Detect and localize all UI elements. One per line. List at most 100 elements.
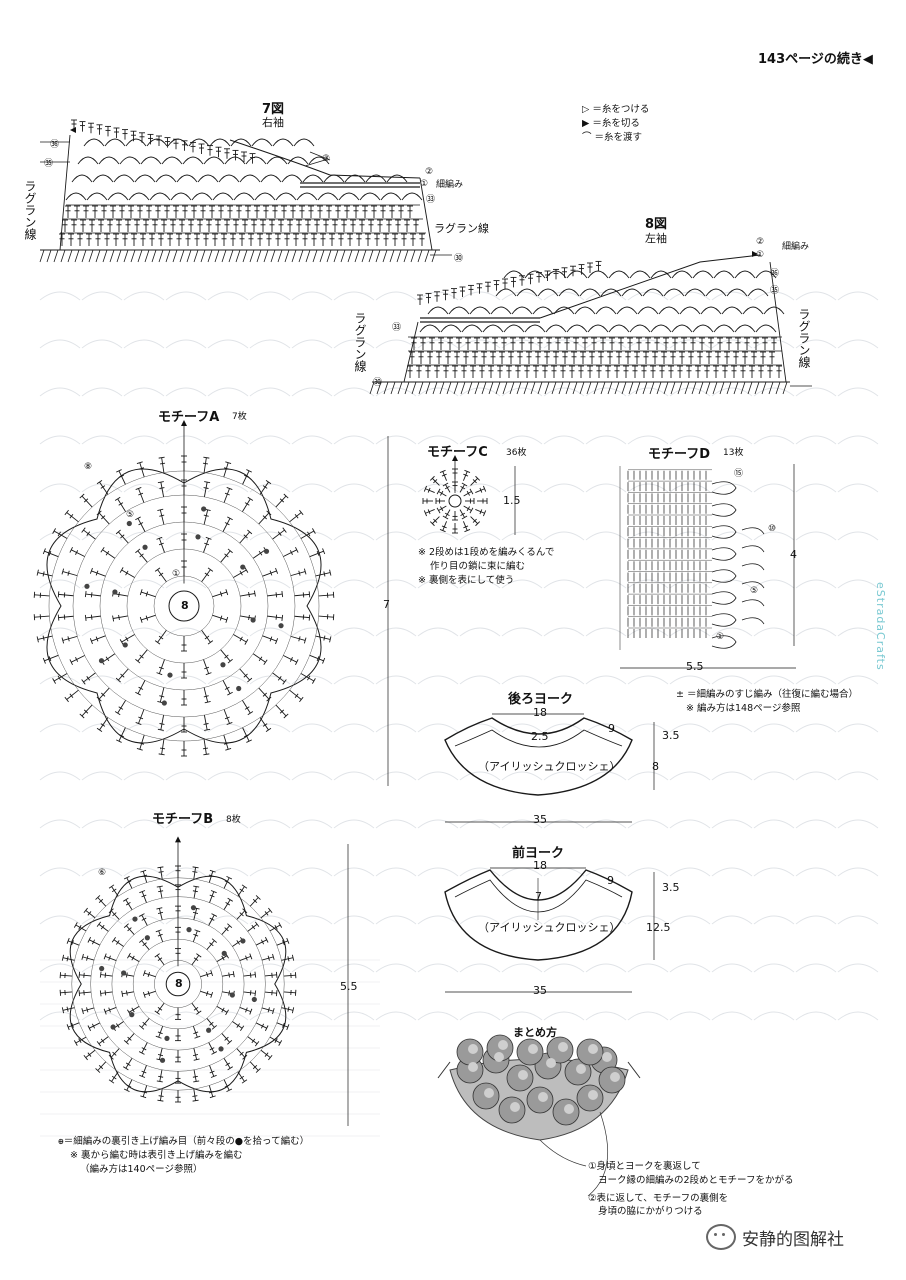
motif-c-title: モチーフC [427,445,488,460]
front-yoke-h1: 3.5 [662,881,680,894]
front-yoke-depth: 7 [535,890,542,903]
brand-name: 安静的图解社 [742,1229,844,1250]
fig8-row: ㉝ [392,323,402,333]
fig8-chart [369,251,812,395]
note-line: ※ 2段めは1段めを編みくるんで [418,547,555,558]
attach-yarn-icon: ▷ [582,104,590,115]
fig8-row: ㉚ [373,378,383,388]
fig8-raglan-left: ラグラン線 [353,312,367,372]
fig7-row: ㉟ [44,159,54,169]
fig8-row: ① [756,250,765,260]
motif-a-count: 7枚 [232,412,247,422]
motif-d-width: 5.5 [686,660,704,673]
fig7-raglan-left: ラグラン線 [23,180,37,240]
back-yoke-label: （アイリッシュクロッシェ） [478,760,621,773]
motif-c-count: 36枚 [506,448,527,458]
back-yoke-title: 後ろヨーク [508,692,574,707]
motif-d-count: 13枚 [723,448,744,458]
motif-a-row: ⑧ [84,462,93,472]
assembly-title: まとめ方 [513,1026,557,1039]
motif-d-row: ⑮ [734,469,744,479]
note-line: ②表に返して、モチーフの裏側を [588,1192,729,1204]
motif-b-count: 8枚 [226,815,241,825]
front-loop-sc-icon: ± [676,689,684,700]
front-yoke-edge: 9 [607,874,614,887]
motif-b-chart [59,836,349,1126]
fig7-title: 7図 [262,102,285,117]
motif-a-center-count: 8 [181,599,189,612]
note-line: ※ 裏から編む時は表引き上げ編みを編む [70,1149,243,1161]
back-post-stitch-icon: ꚛ [58,1136,64,1147]
wechat-icon [706,1224,736,1250]
fig7-row: ① [420,179,429,189]
fig7-row: ③ [322,154,331,164]
back-yoke-top: 18 [533,706,547,719]
motif-c-dim: 1.5 [503,494,521,507]
motif-a-dim: 7 [383,598,390,611]
note-line: ＝細編みの裏引き上げ編み目（前々段の●を拾って編む） [63,1136,310,1147]
front-yoke-label: （アイリッシュクロッシェ） [478,921,621,934]
motif-d-row: ① [716,632,725,642]
front-yoke-h2: 12.5 [646,921,671,934]
fig7-subtitle: 右袖 [262,116,284,129]
motif-d-notes: ± ＝細編みのすじ編み（往復に編む場合） ※ 編み方は148ページ参照 [676,688,858,716]
fig7-row: ㊱ [50,140,60,150]
fig8-row: ㊱ [770,269,780,279]
note-line: ヨーク縁の細編みの2段めとモチーフをかがる [598,1174,794,1186]
fig8-row: ② [756,237,765,247]
brand-badge: 安静的图解社 [706,1224,844,1250]
fig7-row: ㉝ [426,195,436,205]
motif-d-title: モチーフD [648,447,711,462]
motif-a-title: モチーフA [158,410,220,425]
front-yoke-title: 前ヨーク [512,846,565,861]
fig7-sc-note: 細編み [436,180,464,190]
watermark: eStradaCrafts [874,582,887,671]
motif-d-row: ⑩ [768,524,777,534]
motif-d-row: ⑤ [750,586,759,596]
fig8-raglan-right: ラグラン線 [797,308,811,368]
motif-d-chart [619,464,796,669]
back-yoke-edge: 9 [608,722,615,735]
note-line: ＝細編みのすじ編み（往復に編む場合） [687,689,859,700]
motif-a-chart [33,420,389,786]
legend-text: ＝糸を切る [592,117,640,129]
front-yoke-bottom: 35 [533,984,547,997]
note-line: ※ 編み方は148ページ参照 [686,702,801,714]
fig7-chart [39,119,452,263]
note-line: ※ 裏側を表にして使う [418,574,515,586]
assembly-illustration [437,1034,641,1197]
motif-b-notes: ꚛ＝細編みの裏引き上げ編み目（前々段の●を拾って編む） ※ 裏から編む時は表引き… [58,1135,309,1176]
note-line: ①身頃とヨークを裏返して [588,1161,701,1172]
front-yoke-top: 18 [533,859,547,872]
motif-b-dim: 5.5 [340,980,358,993]
page-continue-label: 143ページの続き◀ [758,52,873,67]
motif-b-row: ⑥ [98,868,107,878]
note-line: （編み方は140ページ参照） [80,1163,203,1175]
motif-d-height: 4 [790,548,797,561]
fig8-subtitle: 左袖 [645,232,667,245]
legend-text: ＝糸をつける [592,104,650,115]
fig7-row: ② [425,167,434,177]
fig8-sc-note: 細編み [782,242,810,252]
back-yoke-h2: 8 [652,760,659,773]
back-yoke-bottom: 35 [533,813,547,826]
fig8-title: 8図 [645,217,668,232]
legend: ▷ ＝糸をつける ▶ ＝糸を切る ⌒ ＝糸を渡す [582,103,649,144]
assembly-notes: ①身頃とヨークを裏返して ヨーク縁の細編みの2段めとモチーフをかがる ②表に返し… [588,1160,793,1219]
fig7-raglan-right: ラグラン線 [434,222,489,235]
motif-c-notes: ※ 2段めは1段めを編みくるんで 作り目の鎖に束に編む ※ 裏側を表にして使う [418,546,554,587]
back-yoke-depth: 2.5 [531,730,549,743]
fig8-row: ㉟ [770,286,780,296]
motif-c-chart [422,455,516,535]
motif-b-center-count: 8 [175,977,183,990]
cut-yarn-icon: ▶ [582,117,590,129]
motif-b-title: モチーフB [152,812,214,827]
back-yoke-h1: 3.5 [662,729,680,742]
carry-yarn-icon: ⌒ [582,131,592,143]
note-line: 作り目の鎖に束に編む [430,560,526,572]
legend-text: ＝糸を渡す [594,131,643,143]
note-line: 身頃の脇にかがりつける [598,1206,703,1218]
motif-a-row: ① [172,569,181,579]
fig7-row: ㉚ [454,254,464,264]
